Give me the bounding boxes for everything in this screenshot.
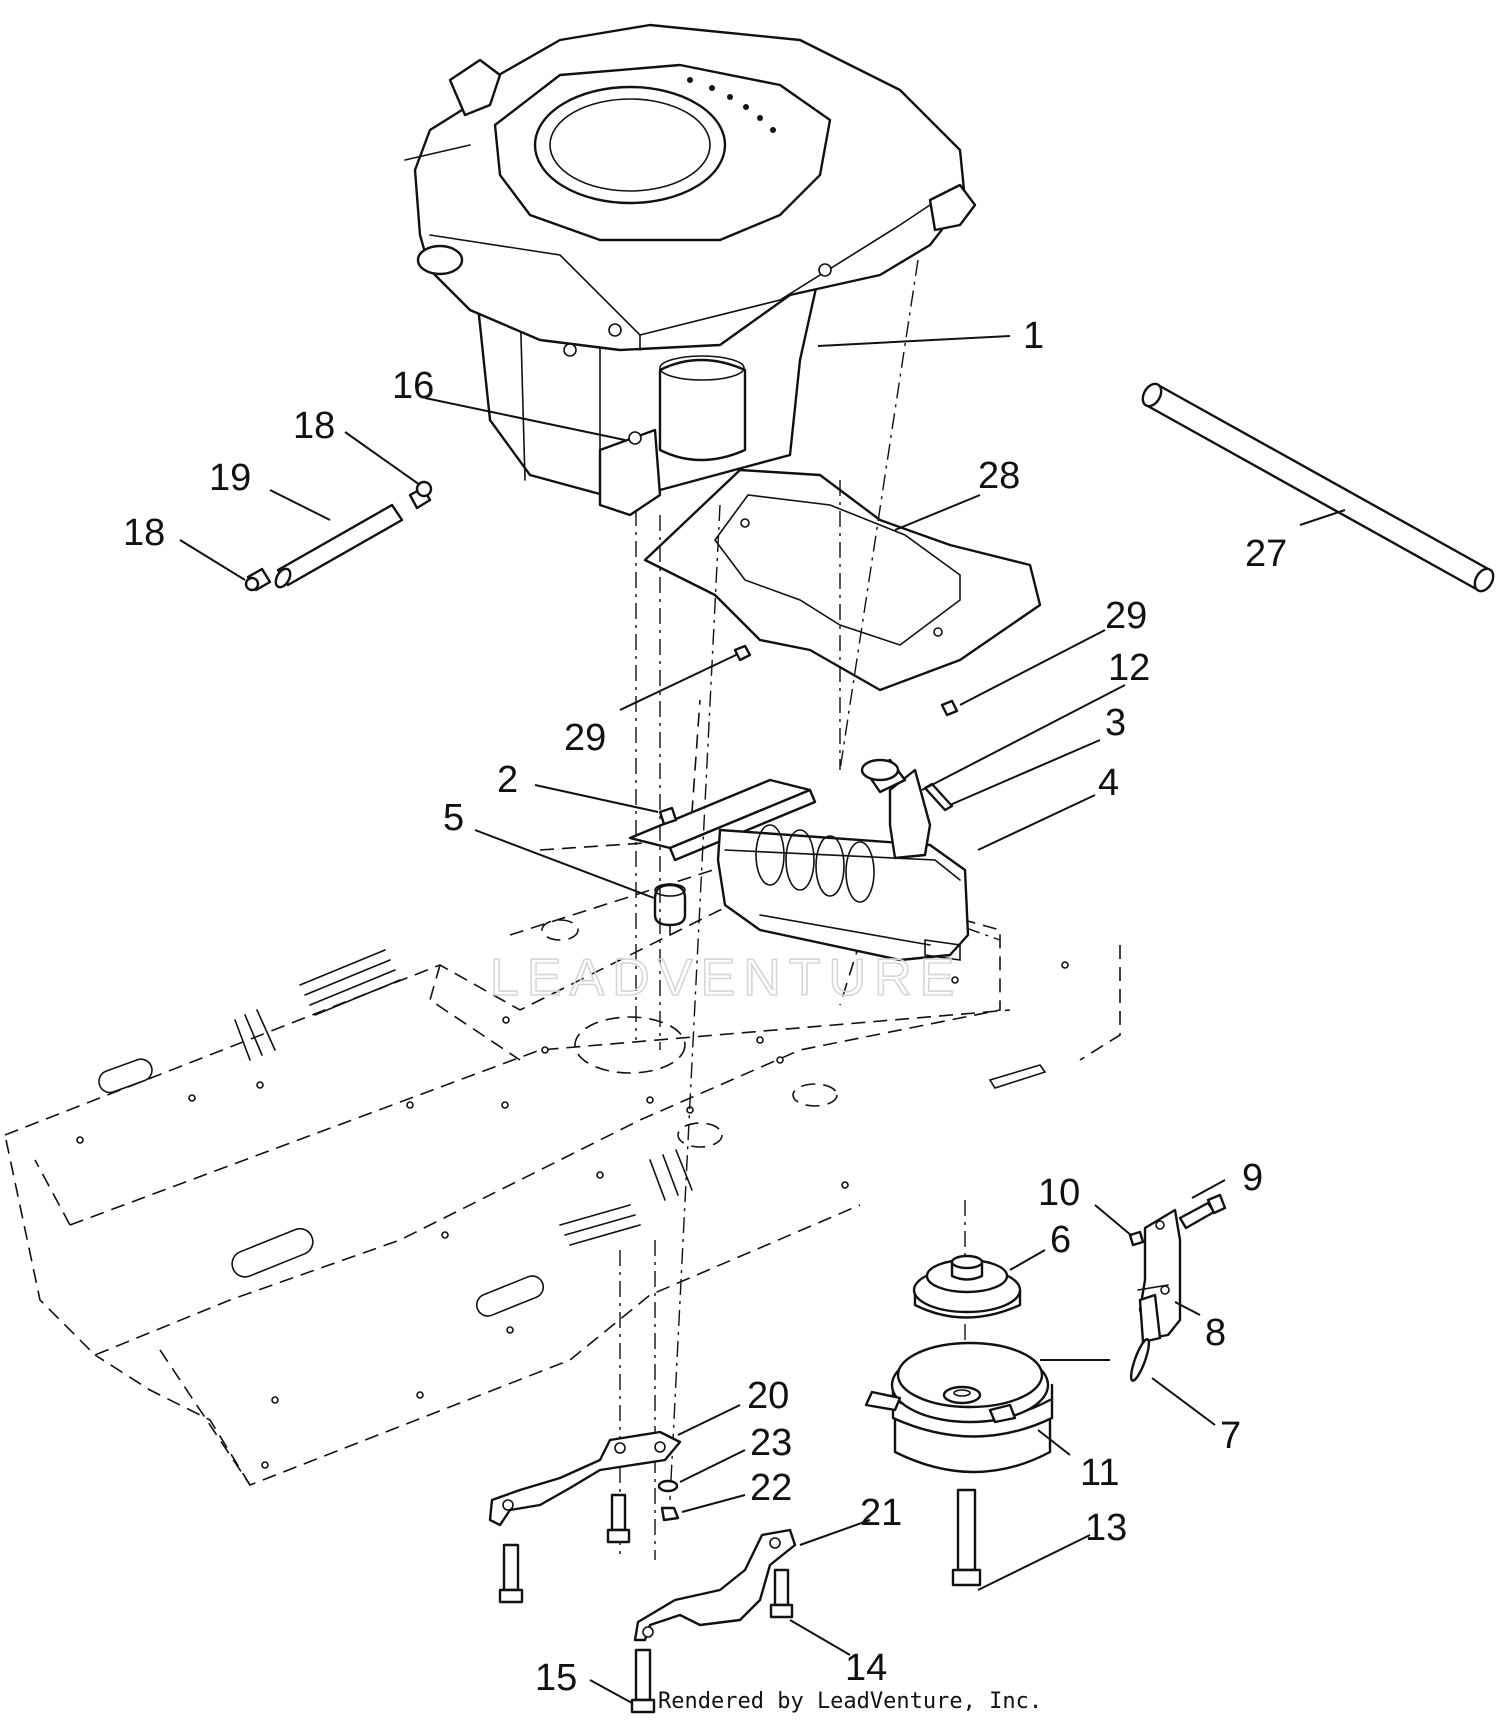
bolt-14 <box>769 1568 794 1619</box>
callout-13: 13 <box>1085 1507 1127 1549</box>
bolt-13 <box>951 1488 982 1587</box>
callout-labels: 1 16 18 19 18 28 27 29 12 29 3 2 4 5 10 … <box>123 315 1287 1699</box>
engine-vent-dots <box>687 77 776 133</box>
callout-22: 22 <box>750 1467 792 1509</box>
spacer-7 <box>1129 1338 1151 1382</box>
callout-18-bottom: 18 <box>123 512 165 554</box>
heat-shield-plate <box>643 468 1042 692</box>
callout-8: 8 <box>1205 1312 1226 1354</box>
nut-10 <box>1128 1230 1145 1247</box>
clutch-11 <box>864 1341 1054 1474</box>
callout-21: 21 <box>860 1492 902 1534</box>
callout-20: 20 <box>747 1375 789 1417</box>
hose-assembly <box>244 480 433 592</box>
nut-22 <box>660 1506 680 1522</box>
bracket-21 <box>633 1528 797 1642</box>
callout-29-right: 29 <box>1105 595 1147 637</box>
callout-14: 14 <box>845 1647 887 1689</box>
callout-27: 27 <box>1245 533 1287 575</box>
bracket-8 <box>1137 1208 1182 1344</box>
callout-12: 12 <box>1108 647 1150 689</box>
callout-9: 9 <box>1242 1157 1263 1199</box>
washer-23 <box>657 1479 679 1493</box>
callout-16: 16 <box>392 365 434 407</box>
callout-19: 19 <box>209 457 251 499</box>
callout-29-left: 29 <box>564 717 606 759</box>
callout-28: 28 <box>978 455 1020 497</box>
bolts-20 <box>498 1493 631 1604</box>
leader-lines <box>179 335 1346 1704</box>
bolt-15 <box>630 1648 656 1714</box>
chassis-slots <box>98 949 1047 1317</box>
callout-18-top: 18 <box>293 405 335 447</box>
callout-15: 15 <box>535 1657 577 1699</box>
watermark-text: LEADVENTURE <box>490 949 962 1007</box>
callout-3: 3 <box>1105 702 1126 744</box>
callout-1: 1 <box>1023 315 1044 357</box>
callout-2: 2 <box>497 759 518 801</box>
engine <box>404 23 977 517</box>
callout-7: 7 <box>1220 1415 1241 1457</box>
muffler-assembly <box>628 644 970 962</box>
callout-10: 10 <box>1038 1172 1080 1214</box>
pulley-6 <box>912 1254 1022 1319</box>
bolt-9 <box>1178 1193 1227 1230</box>
callout-11: 11 <box>1080 1452 1119 1494</box>
credit-line: Rendered by LeadVenture, Inc. <box>658 1689 1042 1714</box>
callout-4: 4 <box>1098 762 1119 804</box>
callout-6: 6 <box>1050 1219 1071 1261</box>
callout-23: 23 <box>750 1422 792 1464</box>
chassis-frame <box>4 699 1121 1486</box>
tube-27 <box>1141 382 1495 593</box>
chassis-holes <box>76 961 1069 1469</box>
callout-5: 5 <box>443 797 464 839</box>
bracket-20 <box>488 1430 682 1527</box>
